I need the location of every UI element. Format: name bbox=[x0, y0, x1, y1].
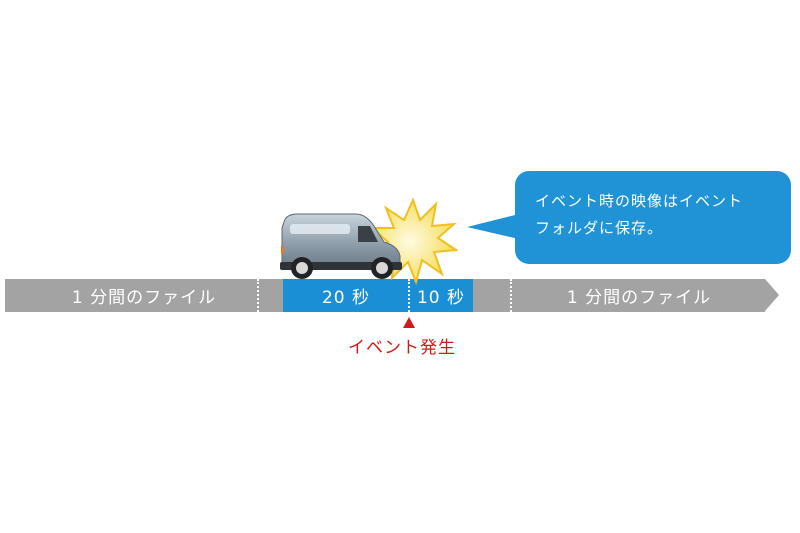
segment-file-after: 1 分間のファイル bbox=[473, 279, 765, 312]
callout-tail bbox=[467, 214, 519, 239]
segment-20s: 20 秒 bbox=[283, 279, 409, 312]
segment-label: 20 秒 bbox=[321, 288, 371, 308]
segment-label: 1 分間のファイル bbox=[566, 288, 712, 308]
divider bbox=[257, 279, 259, 312]
segment-label: 10 秒 bbox=[416, 288, 466, 308]
timeline-arrow-icon bbox=[765, 279, 779, 311]
event-marker-icon bbox=[403, 317, 415, 328]
callout-bubble: イベント時の映像はイベント フォルダに保存。 bbox=[515, 171, 791, 264]
event-label: イベント発生 bbox=[348, 338, 456, 358]
divider bbox=[510, 279, 512, 312]
segment-10s: 10 秒 bbox=[409, 279, 473, 312]
collision-flash-icon bbox=[369, 197, 458, 286]
callout-line-1: イベント時の映像はイベント bbox=[535, 192, 744, 210]
van-icon bbox=[280, 213, 402, 279]
callout-line-2: フォルダに保存。 bbox=[535, 219, 664, 237]
event-divider bbox=[408, 279, 410, 312]
segment-file-before: 1 分間のファイル bbox=[5, 279, 283, 312]
segment-label: 1 分間のファイル bbox=[71, 288, 217, 308]
